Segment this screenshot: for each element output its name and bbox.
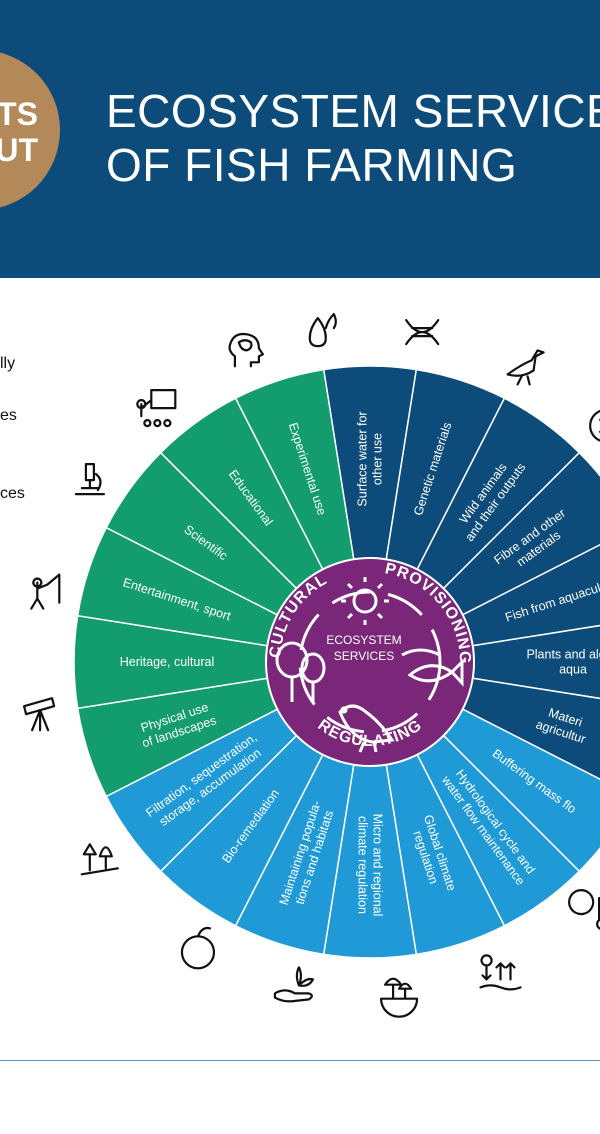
segment-label-line: Surface water for [356, 411, 370, 506]
center-hub [265, 557, 475, 767]
dna-icon-glyph [405, 319, 440, 346]
landscape-trees-icon-glyph [80, 843, 119, 876]
landscape-trees-icon [80, 843, 119, 876]
side-note-3: ces [0, 485, 25, 502]
fish-icon [401, 648, 464, 687]
co2-fruit-icon [180, 926, 216, 970]
sun-evaporation-icon [479, 954, 522, 991]
segment-label: Surface water forother use [356, 411, 385, 506]
teacher-board-icon [136, 389, 177, 428]
microscope-icon-glyph [74, 463, 106, 496]
footer-rule [0, 1060, 600, 1061]
page-title-line1: ECOSYSTEM SERVICES [106, 85, 600, 137]
fibre-material-icon-glyph [589, 409, 600, 442]
header-banner: TS UT ECOSYSTEM SERVICES OF FISH FARMING [0, 0, 600, 278]
badge-text-line2: UT [0, 132, 38, 168]
segment-label: Plants and algaeaqua [526, 648, 600, 677]
segment-label-line: Heritage, cultural [120, 655, 215, 669]
habitat-globe-icon-glyph [380, 977, 419, 1018]
sun-evaporation-icon-glyph [479, 954, 522, 991]
co2-fruit-icon-glyph [180, 926, 216, 970]
water-drops-icon [308, 313, 337, 348]
bird-icon [338, 704, 395, 753]
segment-label: Micro and regionalclimate regulation [356, 814, 385, 917]
water-drops-icon-glyph [308, 313, 337, 348]
fishing-person-icon [30, 573, 61, 610]
microscope-icon [74, 463, 106, 496]
brain-head-icon-glyph [228, 332, 264, 368]
center-label-line1: ECOSYSTEM [326, 633, 401, 647]
hand-plant-icon-glyph [273, 966, 314, 1003]
badge-text-line1: TS [0, 96, 38, 132]
segment-label-line: Micro and regional [371, 814, 385, 917]
segment-label-line: Plants and algae [526, 648, 600, 662]
heron-icon-glyph [506, 349, 545, 386]
page-title-line2: OF FISH FARMING [106, 139, 518, 191]
telescope-icon-glyph [22, 697, 56, 732]
fishing-person-icon-glyph [30, 573, 61, 610]
side-note-2: es [0, 407, 17, 424]
center-label-line2: SERVICES [334, 649, 394, 663]
segment-label: Heritage, cultural [120, 655, 215, 669]
trees-icon [275, 641, 326, 702]
thermometer-globe-icon-glyph [568, 889, 600, 930]
segment-label-line: aqua [559, 663, 587, 677]
side-note-1: lly [0, 355, 16, 372]
brain-head-icon [228, 332, 264, 368]
segment-label-line: other use [371, 433, 385, 485]
hand-plant-icon [273, 966, 314, 1003]
heron-icon [506, 349, 545, 386]
telescope-icon [22, 697, 56, 732]
teacher-board-icon-glyph [136, 389, 177, 428]
segment-label-line: climate regulation [356, 816, 370, 914]
thermometer-globe-icon [568, 889, 600, 930]
habitat-globe-icon [380, 977, 419, 1018]
fibre-material-icon [589, 409, 600, 442]
sun-icon [341, 577, 389, 625]
dna-icon [405, 319, 440, 346]
